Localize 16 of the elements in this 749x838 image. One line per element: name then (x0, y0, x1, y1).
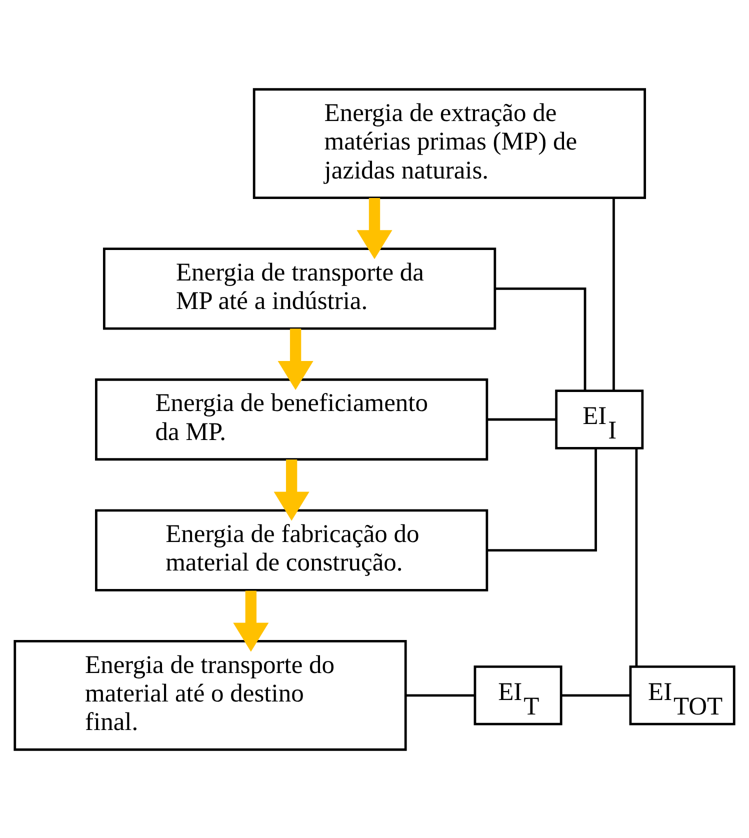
arrow (278, 328, 314, 390)
node-box: Energia de beneficiamento da MP. (95, 378, 488, 460)
node-box: Energia de fabricação do material de construção. (95, 508, 488, 591)
node-box: Energia de extração de matérias primas (MP) de jazidas naturais. (252, 88, 646, 199)
node-box: Energia de transporte do material até o destino final. (14, 639, 407, 750)
connector (406, 694, 474, 696)
connector (561, 694, 630, 696)
connector (612, 198, 615, 390)
connector (486, 418, 556, 420)
node-box: Energia de transporte da MP até a indústria. (103, 247, 496, 330)
connector (495, 287, 586, 390)
arrow (356, 198, 392, 259)
connector (487, 448, 597, 551)
connector (635, 448, 638, 666)
arrow (274, 458, 310, 520)
arrow (233, 590, 269, 652)
